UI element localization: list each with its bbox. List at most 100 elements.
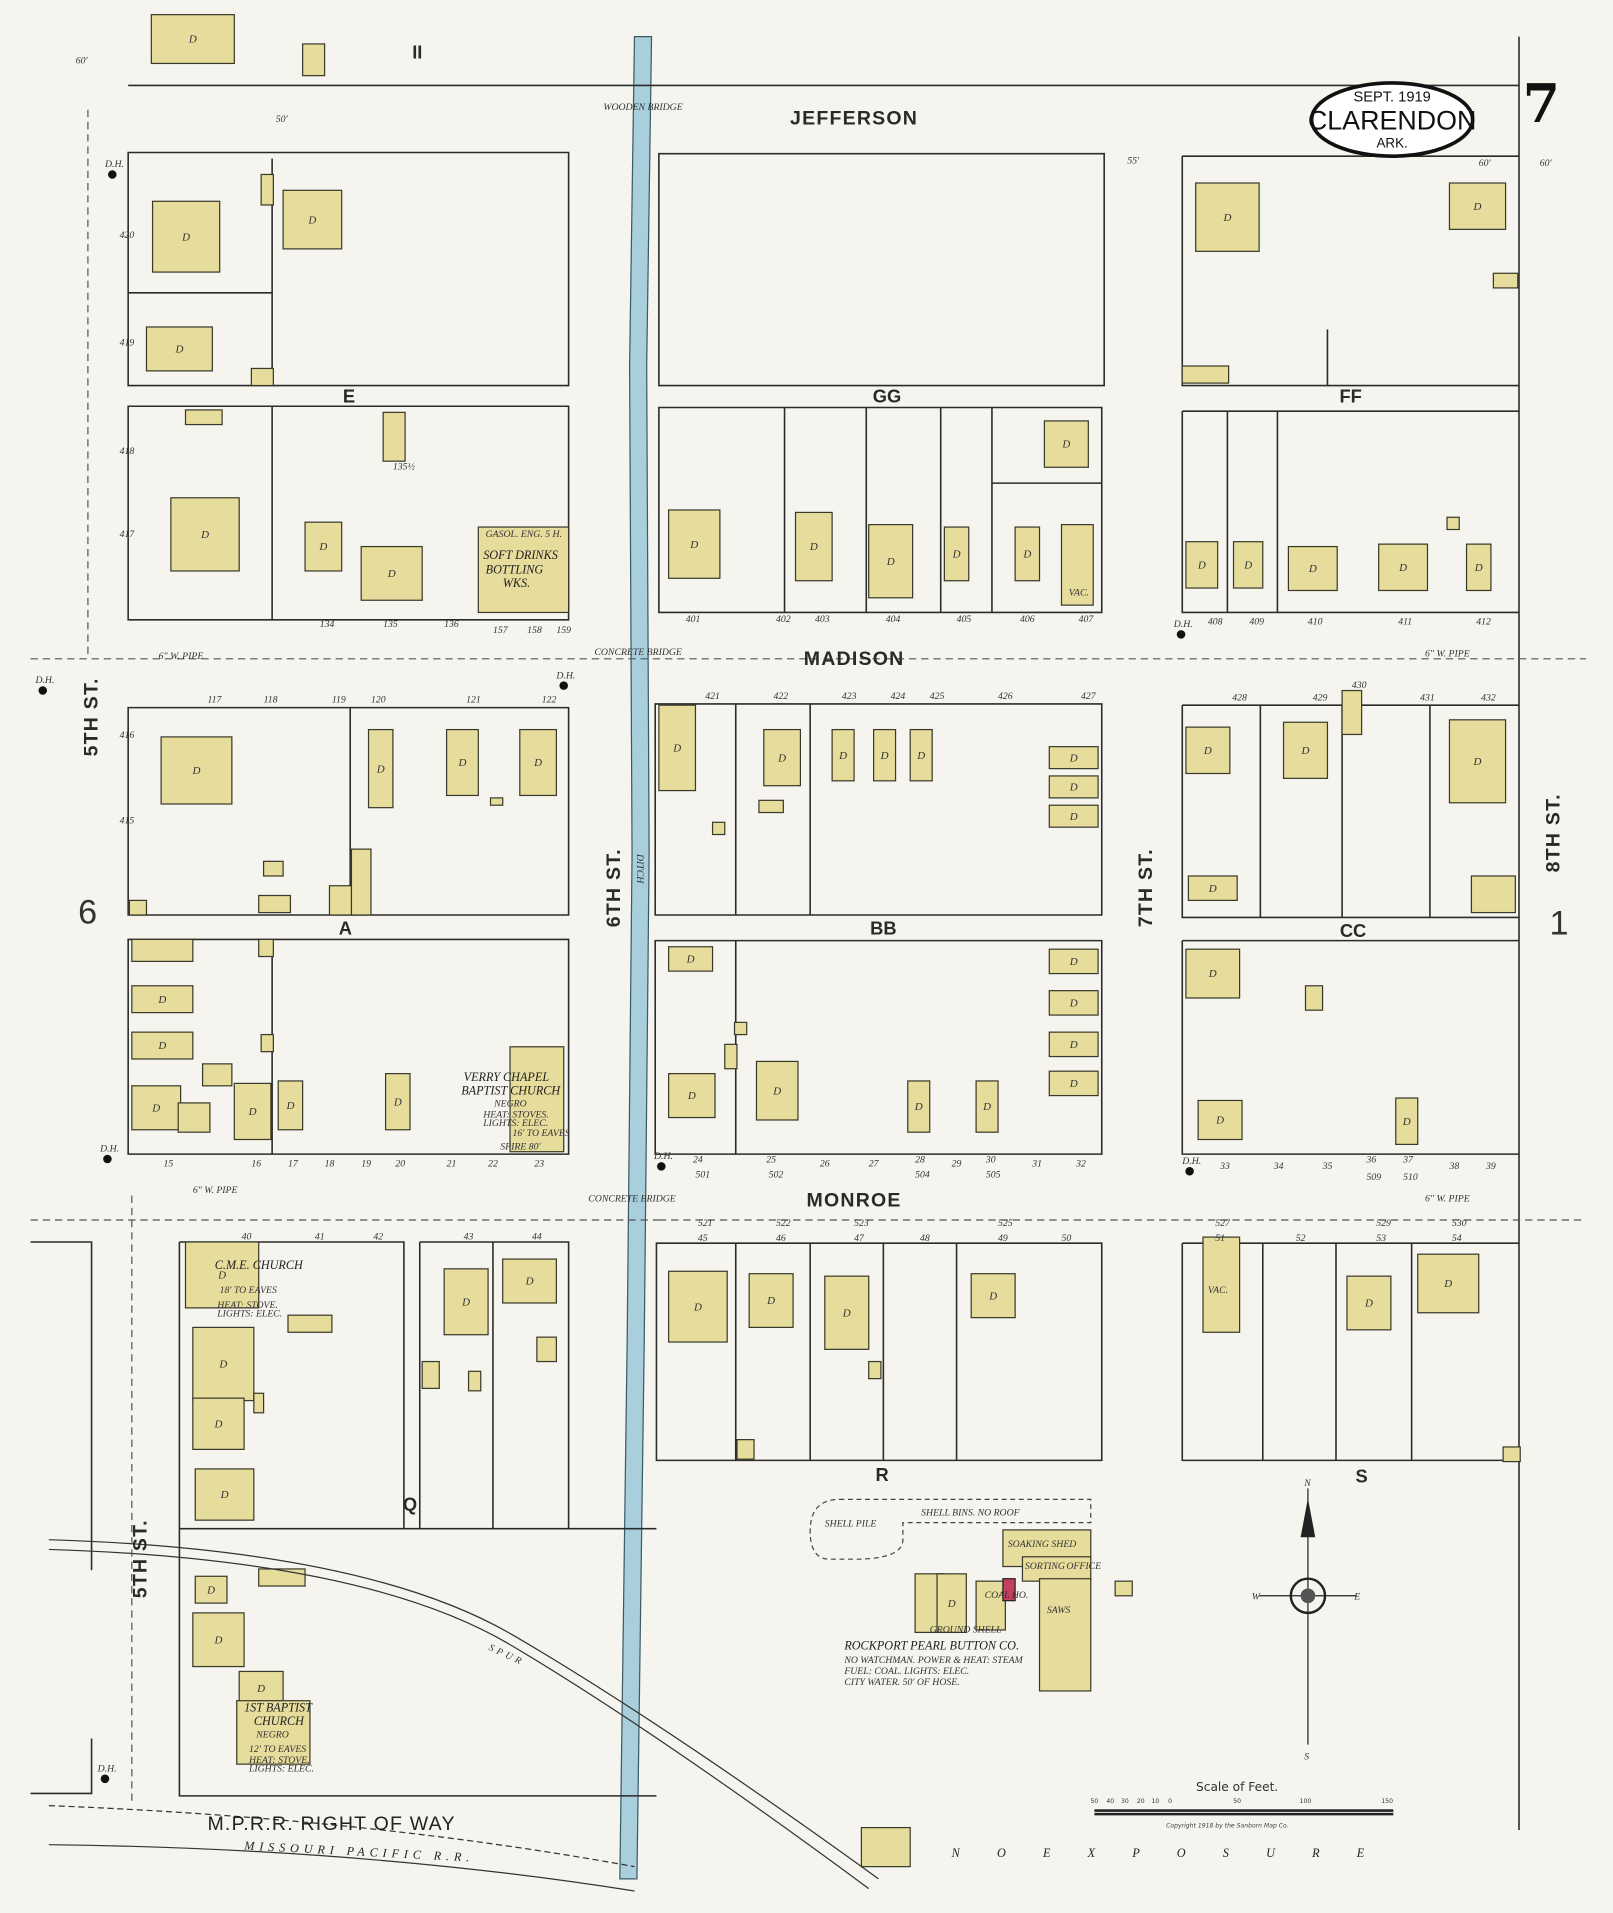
building bbox=[1048, 804, 1099, 828]
dwelling-mark: D bbox=[914, 1101, 923, 1113]
building bbox=[1448, 719, 1507, 804]
block-letter-ff: FF bbox=[1339, 386, 1361, 407]
building bbox=[1395, 1097, 1419, 1145]
house-number: 54 bbox=[1452, 1233, 1462, 1244]
block-outline bbox=[30, 1241, 93, 1795]
building bbox=[733, 1021, 748, 1036]
house-number: 50 bbox=[1061, 1233, 1071, 1244]
building bbox=[277, 1080, 304, 1131]
building bbox=[831, 728, 855, 782]
dwelling-mark: D bbox=[947, 1598, 956, 1610]
scale-tick: 30 bbox=[1121, 1798, 1129, 1805]
house-number: 410 bbox=[1308, 617, 1323, 628]
hydrant-icon bbox=[559, 681, 568, 690]
building bbox=[184, 409, 223, 426]
block-outline bbox=[654, 939, 1103, 1155]
house-number: 32 bbox=[1075, 1158, 1086, 1169]
svg-text:LIGHTS: ELEC.: LIGHTS: ELEC. bbox=[482, 1118, 548, 1129]
svg-text:Copyright 1918 by the Sanborn: Copyright 1918 by the Sanborn Map Co. bbox=[1166, 1822, 1289, 1830]
house-number: 38 bbox=[1448, 1161, 1459, 1172]
dwelling-mark: D bbox=[1398, 562, 1407, 574]
building bbox=[233, 1082, 272, 1141]
block-outline bbox=[1181, 939, 1519, 1155]
street-8th: 8TH ST. bbox=[1542, 793, 1564, 872]
block-letter-gg: GG bbox=[873, 386, 901, 407]
building bbox=[445, 728, 479, 797]
house-number: 157 bbox=[493, 625, 509, 636]
building bbox=[736, 1439, 755, 1460]
house-number: 24 bbox=[693, 1155, 703, 1166]
house-number: 530 bbox=[1452, 1218, 1467, 1229]
building bbox=[1465, 543, 1492, 592]
house-number: 40 bbox=[242, 1232, 252, 1243]
house-number: 35 bbox=[1322, 1161, 1333, 1172]
hydrant-label: D.H. bbox=[99, 1144, 119, 1155]
building bbox=[177, 1102, 211, 1133]
street-5th-upper: 5TH ST. bbox=[81, 677, 103, 756]
dwelling-mark: D bbox=[693, 1301, 702, 1313]
svg-text:18' TO EAVES: 18' TO EAVES bbox=[220, 1285, 277, 1296]
building bbox=[1185, 948, 1241, 999]
dwelling-mark: D bbox=[200, 529, 209, 541]
building bbox=[668, 1073, 716, 1119]
dwelling-mark: D bbox=[1069, 956, 1078, 968]
ditch-label: DITCH bbox=[634, 853, 645, 884]
svg-text:HEAT: STOVE.: HEAT: STOVE. bbox=[216, 1300, 278, 1311]
dwelling-mark: D bbox=[1222, 212, 1231, 224]
building bbox=[1048, 990, 1099, 1016]
dwelling-mark: D bbox=[1443, 1278, 1452, 1290]
block-outline bbox=[1181, 1242, 1519, 1462]
building bbox=[519, 728, 558, 797]
dwelling-mark: D bbox=[952, 549, 961, 561]
building bbox=[489, 797, 504, 806]
building bbox=[1048, 1070, 1099, 1097]
svg-text:N: N bbox=[1303, 1478, 1311, 1489]
house-number: 45 bbox=[698, 1233, 708, 1244]
building bbox=[1287, 545, 1338, 592]
house-number: 120 bbox=[371, 695, 386, 706]
svg-text:BAPTIST CHURCH: BAPTIST CHURCH bbox=[461, 1083, 561, 1097]
frontage-width: 55' bbox=[1127, 155, 1140, 166]
house-number: 510 bbox=[1403, 1172, 1418, 1183]
building bbox=[860, 1826, 911, 1868]
frontage-width: 60' bbox=[1540, 158, 1553, 169]
water-pipe-label: 6" W. PIPE bbox=[193, 1185, 238, 1196]
block-outline bbox=[179, 1241, 570, 1529]
adjacent-sheet-left: 6 bbox=[78, 894, 97, 932]
rockport-pearl-button-co: SHELL PILE SHELL BINS. NO ROOF SOAKING S… bbox=[809, 1498, 1101, 1688]
building bbox=[287, 1314, 333, 1333]
dwelling-mark: D bbox=[687, 1090, 696, 1102]
dwelling-mark: D bbox=[1473, 201, 1482, 213]
dwelling-mark: D bbox=[220, 1489, 229, 1501]
house-number: 33 bbox=[1219, 1161, 1230, 1172]
house-number: 23 bbox=[534, 1158, 544, 1169]
building bbox=[131, 1031, 194, 1060]
block-outline bbox=[178, 1241, 657, 1797]
street-7th: 7TH ST. bbox=[1135, 848, 1157, 927]
svg-text:C.M.E. CHURCH: C.M.E. CHURCH bbox=[215, 1258, 304, 1272]
building bbox=[304, 521, 343, 572]
svg-text:NO WATCHMAN. POWER & HEAT: STE: NO WATCHMAN. POWER & HEAT: STEAM bbox=[843, 1655, 1023, 1666]
building bbox=[1048, 948, 1099, 975]
svg-text:E: E bbox=[1353, 1591, 1360, 1602]
dwelling-mark: D bbox=[988, 1290, 997, 1302]
dwelling-mark: D bbox=[318, 541, 327, 553]
water-pipe-label: 6" W. PIPE bbox=[1425, 1194, 1470, 1205]
building bbox=[260, 173, 274, 206]
dwelling-mark: D bbox=[181, 231, 190, 243]
title-cartouche: SEPT. 1919 CLARENDON ARK. bbox=[1308, 81, 1476, 158]
svg-text:HEAT: STOVE.: HEAT: STOVE. bbox=[248, 1755, 310, 1766]
building bbox=[1187, 875, 1238, 901]
building bbox=[128, 899, 148, 916]
dwelling-mark: D bbox=[1069, 1078, 1078, 1090]
house-number: 429 bbox=[1313, 692, 1328, 703]
svg-text:ROCKPORT PEARL BUTTON CO.: ROCKPORT PEARL BUTTON CO. bbox=[843, 1638, 1019, 1652]
house-number: 18 bbox=[325, 1158, 335, 1169]
building bbox=[1181, 365, 1230, 384]
scale-tick: 10 bbox=[1152, 1798, 1160, 1805]
concrete-bridge-label-2: CONCRETE BRIDGE bbox=[588, 1194, 676, 1205]
frontage-width: 60' bbox=[1479, 158, 1492, 169]
dwelling-mark: D bbox=[533, 757, 542, 769]
building bbox=[1202, 1236, 1241, 1333]
